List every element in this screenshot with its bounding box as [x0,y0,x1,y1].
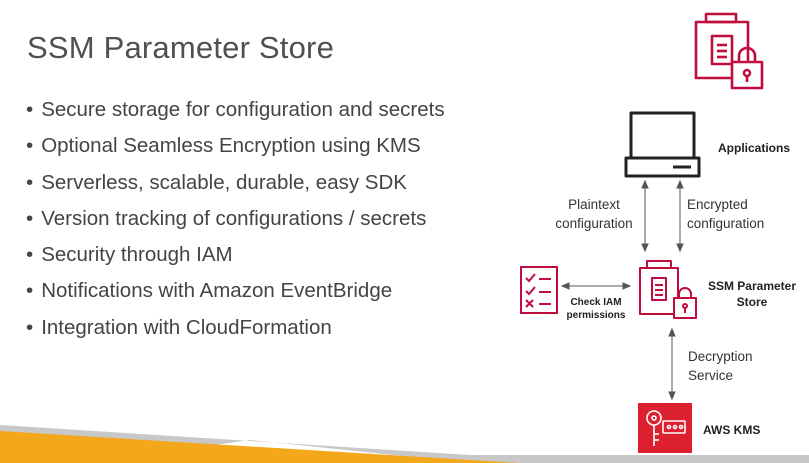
slide-title: SSM Parameter Store [27,30,335,65]
check-iam-permissions-label: Check IAM permissions [562,296,630,322]
encrypted-line: configuration [687,216,765,231]
ssm-label-line: SSM Parameter [707,279,797,293]
plaintext-config-label: Plaintext configuration [552,195,636,233]
bullet-list: Secure storage for configuration and sec… [26,92,445,346]
decryption-line: Service [688,368,734,383]
bullet-item: Integration with CloudFormation [26,310,445,346]
bullet-item: Secure storage for configuration and sec… [26,92,444,128]
ssm-label-line: Store [736,295,768,309]
bullet-item: Serverless, scalable, durable, easy SDK [26,165,445,201]
plaintext-line: configuration [555,216,633,231]
iam-line: permissions [566,310,626,321]
encrypted-line: Encrypted [687,197,748,212]
bullet-item: Version tracking of configurations / sec… [26,201,445,237]
encrypted-config-label: Encrypted configuration [687,195,764,233]
bullet-item: Notifications with Amazon EventBridge [26,273,445,309]
decryption-line: Decryption [688,349,753,364]
plaintext-line: Plaintext [568,197,620,212]
ssm-parameter-store-label: SSM Parameter Store [704,278,800,310]
iam-line: Check IAM [570,297,622,308]
bullet-item: Security through IAM [26,237,445,273]
applications-label: Applications [718,141,791,155]
aws-kms-label: AWS KMS [703,423,761,437]
bullet-item: Optional Seamless Encryption using KMS [26,128,445,164]
decryption-service-label: Decryption Service [688,347,753,385]
